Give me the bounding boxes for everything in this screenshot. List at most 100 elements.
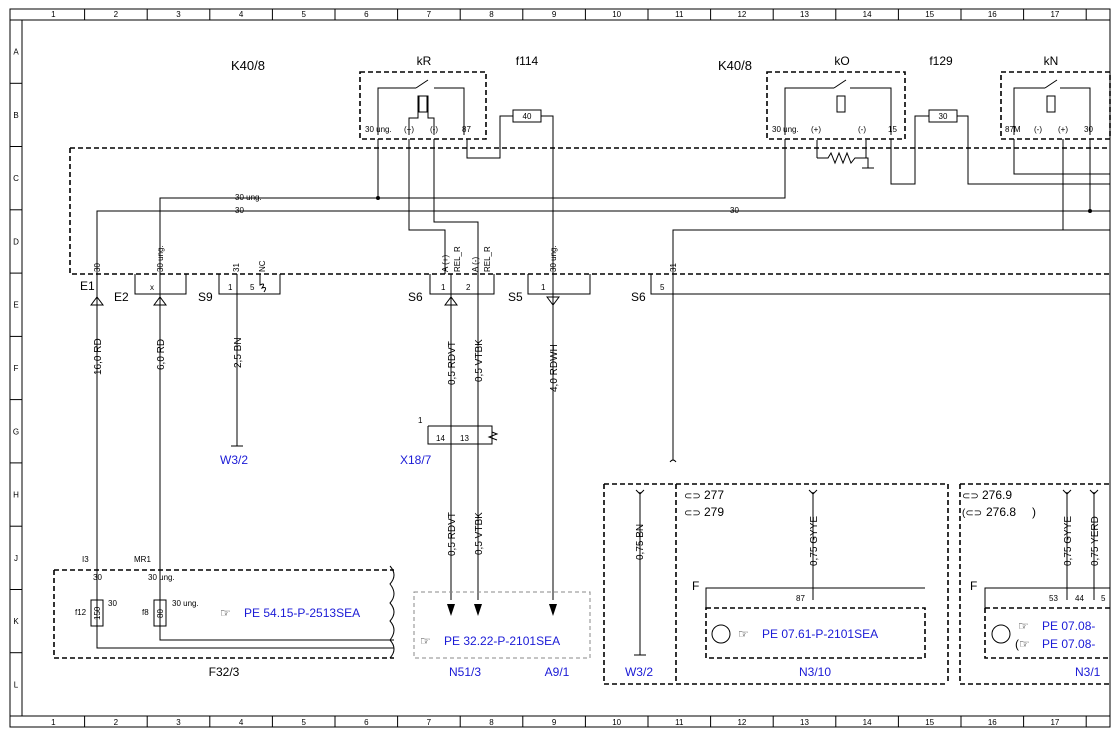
grid-col-label: 4	[239, 10, 244, 19]
engine-icon: ⊂⊃	[962, 491, 979, 502]
svg-text:A (-): A (-)	[471, 257, 480, 272]
relay-kR	[359, 71, 487, 140]
outer-frame	[9, 8, 1111, 728]
grid-col-label: 15	[925, 718, 934, 727]
svg-text:): )	[1032, 505, 1036, 519]
svg-text:4,0 RDWH: 4,0 RDWH	[549, 344, 560, 392]
k408-right-label: K40/8	[718, 58, 752, 73]
grid-row-label: B	[13, 111, 18, 120]
grid-col-label: 16	[988, 718, 997, 727]
module-n51-3	[413, 591, 591, 659]
svg-text:REL_R: REL_R	[453, 246, 462, 272]
svg-text:S5: S5	[508, 290, 523, 304]
svg-text:0,75 GYYE: 0,75 GYYE	[1063, 516, 1074, 566]
target-w3-2-top: W3/2	[220, 453, 248, 467]
transistor-icon	[991, 624, 1011, 644]
svg-text:(-): (-)	[858, 125, 866, 134]
grid-col-label: 14	[863, 718, 872, 727]
svg-text:(+): (+)	[1058, 125, 1068, 134]
svg-text:x: x	[150, 283, 154, 292]
hand-icon: ☞	[738, 627, 749, 641]
svg-text:1: 1	[418, 416, 423, 425]
target-n3-1: N3/1	[1075, 665, 1101, 679]
grid-col-label: 17	[1050, 718, 1059, 727]
grid-row-label: L	[14, 680, 19, 689]
svg-text:44: 44	[1075, 594, 1084, 603]
grid-col-label: 8	[489, 10, 494, 19]
svg-text:(-): (-)	[430, 125, 438, 134]
target-w3-2-bottom: W3/2	[625, 665, 653, 679]
grid-row-label: J	[14, 554, 18, 563]
svg-text:87: 87	[462, 125, 471, 134]
svg-text:30: 30	[235, 206, 244, 215]
svg-text:(+): (+)	[404, 125, 414, 134]
n51-ref-link[interactable]: PE 32.22-P-2101SEA	[444, 634, 560, 648]
svg-text:30: 30	[108, 599, 117, 608]
relay-kR-label: kR	[417, 54, 432, 68]
svg-text:53: 53	[1049, 594, 1058, 603]
svg-text:276.9: 276.9	[982, 488, 1012, 502]
svg-text:277: 277	[704, 488, 724, 502]
module-n3-1	[984, 607, 1110, 659]
grid-row-label: G	[13, 427, 19, 436]
fusebox-ref-link[interactable]: PE 54.15-P-2513SEA	[244, 606, 360, 620]
grid-col-label: 6	[364, 10, 369, 19]
grid-col-label: 6	[364, 718, 369, 727]
engine-icon: ⊂⊃	[684, 491, 701, 502]
svg-text:16,0 RD: 16,0 RD	[93, 338, 104, 375]
svg-text:30: 30	[93, 263, 102, 272]
svg-text:87: 87	[796, 594, 805, 603]
svg-text:(☞: (☞	[1015, 637, 1030, 651]
svg-text:(⊂⊃: (⊂⊃	[962, 508, 982, 519]
grid-col-label: 3	[176, 10, 181, 19]
target-n51-3: N51/3	[449, 665, 481, 679]
grid-row-label: K	[13, 617, 19, 626]
svg-text:S6: S6	[631, 290, 646, 304]
fusebox-name: F32/3	[209, 665, 240, 679]
engine-icon: ⊂⊃	[684, 508, 701, 519]
harness-box	[69, 147, 1110, 275]
grid-row-label: H	[13, 491, 19, 500]
svg-text:2: 2	[466, 283, 471, 292]
grid-col-label: 17	[1050, 10, 1059, 19]
grid-col-label: 12	[737, 10, 746, 19]
svg-text:F: F	[970, 579, 977, 593]
svg-text:31: 31	[232, 263, 241, 272]
svg-text:S9: S9	[198, 290, 213, 304]
svg-text:5: 5	[660, 283, 665, 292]
svg-text:30: 30	[730, 206, 739, 215]
svg-text:30: 30	[939, 112, 948, 121]
svg-text:150: 150	[93, 606, 102, 620]
grid-col-label: 8	[489, 718, 494, 727]
target-n3-10: N3/10	[799, 665, 831, 679]
svg-text:30: 30	[1084, 125, 1093, 134]
grid-col-label: 2	[114, 10, 119, 19]
grid-col-label: 9	[552, 10, 557, 19]
svg-text:0,5 VTBK: 0,5 VTBK	[474, 512, 485, 555]
connector-x18-7	[427, 426, 493, 445]
grid-col-label: 10	[612, 10, 621, 19]
svg-text:40: 40	[523, 112, 532, 121]
n310-ref-link[interactable]: PE 07.61-P-2101SEA	[762, 627, 878, 641]
svg-text:NC: NC	[258, 260, 267, 272]
fuse-f129-label: f129	[929, 54, 953, 68]
relay-kO	[766, 71, 906, 140]
n31-ref-link-2[interactable]: PE 07.08-	[1042, 637, 1095, 651]
module-n3-10	[705, 607, 926, 659]
svg-text:(-): (-)	[1034, 125, 1042, 134]
svg-text:30 ung.: 30 ung.	[549, 245, 558, 272]
svg-text:13: 13	[460, 434, 469, 443]
svg-text:MR1: MR1	[134, 555, 151, 564]
svg-text:2,5 BN: 2,5 BN	[233, 337, 244, 368]
relay-kO-label: kO	[834, 54, 849, 68]
grid-col-label: 12	[737, 718, 746, 727]
svg-text:5: 5	[250, 283, 255, 292]
svg-text:0,5 RDVT: 0,5 RDVT	[447, 341, 458, 385]
grid-col-label: 11	[675, 718, 684, 727]
fusebox-f32-3	[53, 569, 394, 659]
grid-col-label: 7	[427, 10, 432, 19]
grid-col-label: 1	[51, 10, 56, 19]
svg-text:(+): (+)	[811, 125, 821, 134]
n31-ref-link-1[interactable]: PE 07.08-	[1042, 619, 1095, 633]
